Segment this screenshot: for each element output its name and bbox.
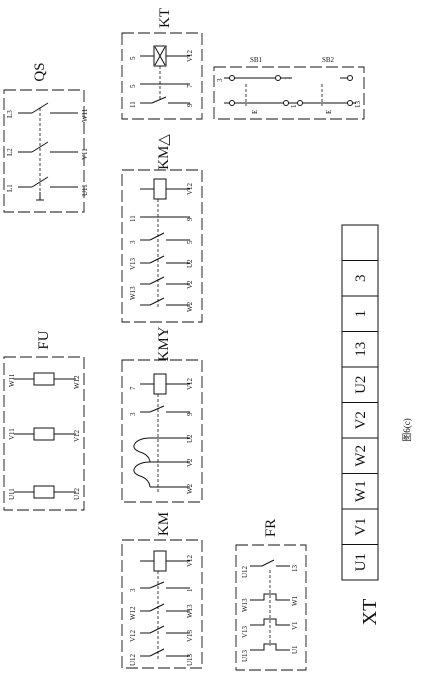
km-delta-title: KM△ — [156, 134, 172, 170]
fu-u12: U12 — [73, 487, 81, 500]
xt-cell — [341, 437, 379, 474]
xt-cell-label: V1 — [353, 518, 369, 536]
kmd-t9: 9 — [186, 217, 194, 221]
fr-block: FR U12 13 W13 V13 U13 W1 V1 U1 — [235, 519, 307, 671]
kmy-w2: W2 — [186, 483, 194, 494]
fu-w12: W12 — [73, 375, 81, 389]
kmd-v2: V2 — [186, 280, 194, 289]
qs-block: QS L3 L2 L1 W11 V11 U11 — [3, 62, 89, 213]
sb-t13: 13 — [354, 101, 362, 109]
qs-title: QS — [32, 62, 48, 81]
kmy-v12: V12 — [186, 377, 194, 390]
km-v12: V12 — [129, 629, 137, 642]
fr-title: FR — [263, 519, 279, 537]
kmd-t3: 3 — [129, 240, 137, 244]
fu-block: FU W11 V11 U11 W12 V12 U12 — [3, 330, 85, 511]
km-t3: 3 — [129, 588, 137, 592]
kmd-t11: 11 — [129, 215, 137, 222]
xt-cell-label: 3 — [353, 275, 369, 283]
fr-v1: V1 — [291, 621, 299, 630]
sb-t1b: 1 — [290, 104, 298, 108]
fr-u1: U1 — [291, 645, 299, 654]
kt-title: KT — [157, 8, 173, 28]
sb-t3: 3 — [216, 78, 224, 82]
km-v12b: V12 — [186, 554, 194, 567]
kt-block: KT 5 5 11 7 9 V12 — [121, 8, 203, 120]
xt-cell-label: W1 — [353, 480, 369, 502]
xt-cell — [341, 544, 379, 581]
kt-t7: 7 — [186, 84, 194, 88]
km-w13: W13 — [186, 604, 194, 618]
fr-u13: U13 — [241, 649, 249, 662]
xt-cell-label: W2 — [353, 445, 369, 467]
fu-title: FU — [36, 330, 52, 349]
xt-cell-label: U1 — [353, 553, 369, 571]
qs-l1: L1 — [6, 184, 14, 192]
kmd-w2: W2 — [186, 301, 194, 312]
sb-block: SB1 SB2 3 1 1 13 E E — [213, 56, 365, 120]
kmy-t7: 7 — [129, 386, 137, 390]
km-delta-block: KM△ 11 3 V13 W13 9 5 U2 V2 W2 V12 — [121, 134, 203, 323]
xt-cell — [341, 508, 379, 545]
fr-u12: U12 — [241, 565, 249, 578]
sb1-e: E — [251, 110, 259, 114]
xt-cell-label: V2 — [353, 411, 369, 429]
xt-cell — [341, 473, 379, 510]
kt-t9: 9 — [186, 103, 194, 107]
fr-w1: W1 — [291, 595, 299, 606]
kmy-u2: U2 — [186, 434, 194, 443]
fr-w13: W13 — [241, 598, 249, 612]
figure-caption: 图6(c) — [402, 418, 412, 442]
kmy-t9: 9 — [186, 412, 194, 416]
kt-v12: V12 — [186, 49, 194, 62]
qs-v11: V11 — [81, 148, 89, 160]
kt-t5b: 5 — [129, 84, 137, 88]
qs-w11: W11 — [81, 108, 89, 122]
kmd-u2: U2 — [186, 259, 194, 268]
qs-l2: L2 — [6, 148, 14, 156]
qs-l3: L3 — [6, 110, 14, 118]
xt-cell-label: 1 — [353, 310, 369, 318]
kmd-v13: V13 — [129, 257, 137, 270]
km-u12: U12 — [129, 653, 137, 666]
kmy-t3: 3 — [129, 412, 137, 416]
xt-cell — [341, 331, 379, 368]
km-v13: V13 — [186, 629, 194, 642]
kmy-title: KMY — [156, 326, 172, 361]
km-t1: 1 — [186, 588, 194, 592]
xt-cell — [341, 366, 379, 403]
xt-title: XT — [359, 599, 381, 626]
xt-cell-label: U2 — [353, 376, 369, 394]
fu-u11: U11 — [8, 488, 16, 500]
xt-cell — [341, 260, 379, 297]
km-u13: U13 — [186, 653, 194, 666]
kmd-t5: 5 — [186, 240, 194, 244]
sb2-e: E — [325, 110, 333, 114]
xt-cell-label: 13 — [353, 342, 369, 357]
sb-t1a: 1 — [284, 76, 292, 80]
fr-v13: V13 — [241, 625, 249, 638]
kmy-block: KMY 7 3 9 U2 V2 W2 V12 — [121, 326, 203, 503]
km-block: KM U12 V12 W12 3 U13 V13 W13 1 V12 — [121, 512, 203, 669]
kt-t11: 11 — [129, 101, 137, 108]
km-w12: W12 — [129, 606, 137, 620]
fr-t13: 13 — [291, 565, 299, 573]
xt-cell — [341, 402, 379, 439]
sb1-label: SB1 — [250, 56, 263, 64]
kmd-w13: W13 — [129, 286, 137, 300]
fu-v12: V12 — [73, 429, 81, 442]
km-title: KM — [156, 512, 172, 536]
sb2-label: SB2 — [322, 56, 335, 64]
kmd-v12: V12 — [186, 182, 194, 195]
kmy-v2: V2 — [186, 458, 194, 467]
fu-v11: V11 — [8, 428, 16, 440]
kt-t5a: 5 — [129, 56, 137, 60]
fu-w11: W11 — [8, 373, 16, 387]
xt-cell — [341, 224, 379, 261]
qs-u11: U11 — [81, 184, 89, 196]
